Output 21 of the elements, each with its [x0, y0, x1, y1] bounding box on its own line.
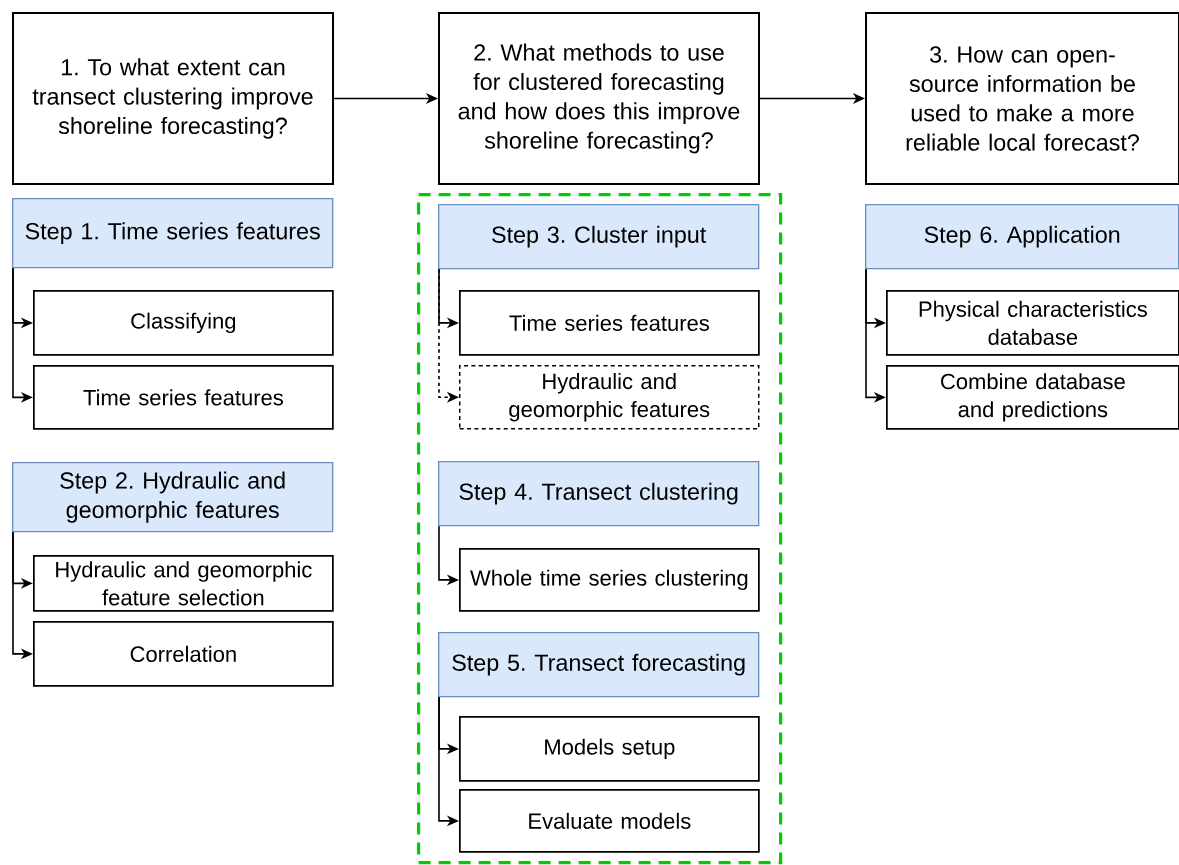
task-box: Combine database and predictions	[886, 365, 1179, 430]
task-box: Time series features	[33, 365, 334, 430]
step-header: Step 5. Transect forecasting	[438, 632, 760, 698]
task-box: Time series features	[459, 290, 760, 356]
question-box: 3. How can open-source information be used to make a more reliable local forecast?	[865, 12, 1179, 185]
question-box: 1. To what extent can transect clustering improve shoreline forecasting?	[12, 12, 334, 185]
task-box: Physical characteristics database	[886, 290, 1179, 356]
question-box: 2. What methods to use for clustered forecasting and how does this improve shoreline forecasting?	[438, 12, 760, 185]
task-box: Classifying	[33, 290, 334, 356]
dashed-task-box: Hydraulic and geomorphic features	[459, 365, 760, 430]
task-box: Evaluate models	[459, 789, 760, 853]
step-header: Step 6. Application	[865, 204, 1179, 270]
step-header: Step 3. Cluster input	[438, 204, 760, 270]
group-frame	[417, 193, 783, 865]
task-box: Models setup	[459, 716, 760, 782]
task-box: Whole time series clustering	[459, 548, 760, 612]
task-box: Correlation	[33, 621, 334, 687]
task-box: Hydraulic and geomorphic feature selection	[33, 555, 334, 612]
step-header: Step 4. Transect clustering	[438, 461, 760, 527]
step-header: Step 2. Hydraulic and geomorphic features	[12, 462, 334, 533]
step-header: Step 1. Time series features	[12, 198, 334, 269]
